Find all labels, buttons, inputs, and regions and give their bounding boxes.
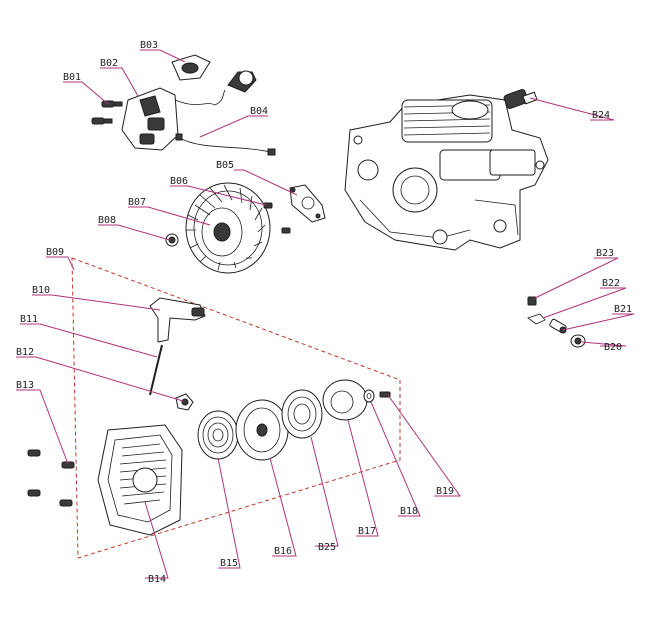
label-b07: B07 [128, 197, 146, 208]
part-b14-starter-housing [97, 424, 183, 536]
label-b06: B06 [170, 176, 188, 187]
part-b05-gasket-plate [289, 184, 326, 223]
part-b02-ignition-coil [121, 87, 216, 151]
label-b03: B03 [140, 40, 158, 51]
label-b05: B05 [216, 160, 234, 171]
part-b20-cap [570, 334, 586, 348]
part-b07-flywheel [185, 182, 271, 274]
part-b10-starter-handle [149, 297, 206, 343]
label-b14: B14 [148, 574, 166, 585]
label-b11: B11 [20, 314, 38, 325]
label-b16: B16 [274, 546, 292, 557]
part-b25-spring-cassette [281, 389, 323, 439]
part-b21-adjuster [549, 318, 567, 334]
part-b06-screws [263, 202, 291, 234]
label-b08: B08 [98, 215, 116, 226]
label-b20: B20 [604, 342, 622, 353]
label-b12: B12 [16, 347, 34, 358]
part-b22-clip [527, 313, 546, 325]
label-b25: B25 [318, 542, 336, 553]
label-b22: B22 [602, 278, 620, 289]
label-b19: B19 [436, 486, 454, 497]
starter-group-border [71, 257, 401, 559]
label-b23: B23 [596, 248, 614, 259]
label-b24: B24 [592, 110, 610, 121]
part-b15-spring [197, 410, 239, 460]
part-b04-ignition-lead [175, 70, 276, 156]
label-b01: B01 [63, 72, 81, 83]
part-b23-bolt [527, 296, 537, 306]
engine-crankcase [344, 94, 549, 251]
part-b18-washer [363, 389, 375, 403]
label-b09: B09 [46, 247, 64, 258]
part-b08-nut [165, 233, 179, 247]
label-b21: B21 [614, 304, 632, 315]
part-b16-pulley [235, 399, 289, 461]
label-b17: B17 [358, 526, 376, 537]
part-b13-screws [27, 449, 75, 507]
label-b02: B02 [100, 58, 118, 69]
part-labels: B01 B02 B03 B04 B05 B06 B07 B08 B09 B10 … [16, 40, 632, 585]
label-b13: B13 [16, 380, 34, 391]
part-b01-screws [91, 100, 123, 125]
part-b03-rubber-boot [171, 54, 211, 81]
part-b11-starter-rope [149, 344, 163, 396]
label-b10: B10 [32, 285, 50, 296]
leader-lines [16, 49, 635, 579]
label-b15: B15 [220, 558, 238, 569]
part-b17-cover-plate [322, 379, 368, 421]
label-b18: B18 [400, 506, 418, 517]
part-b12-rope-guide [175, 393, 194, 411]
part-b19-screw [379, 391, 391, 398]
label-b04: B04 [250, 106, 268, 117]
